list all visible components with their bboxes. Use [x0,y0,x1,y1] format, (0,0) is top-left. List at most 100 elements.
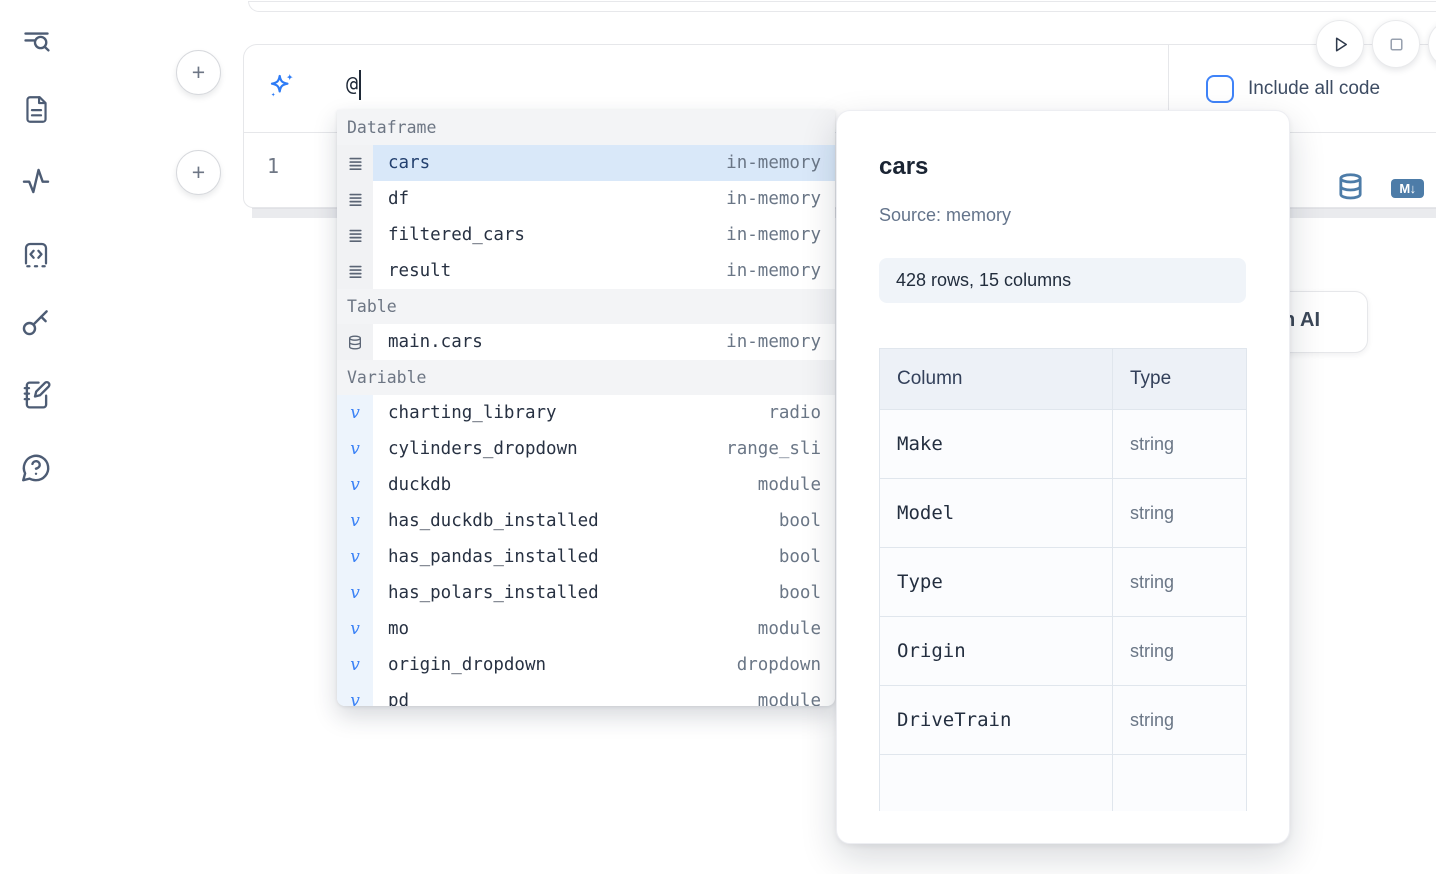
item-name: df [388,189,410,209]
include-all-code-toggle[interactable]: Include all code [1206,75,1380,103]
sidebar-item-tracebacks[interactable] [18,163,54,199]
item-name: cylinders_dropdown [388,439,578,459]
scratchpad-icon [23,380,51,409]
key-icon [22,310,48,336]
line-number: 1 [267,154,280,178]
column-name-cell: Origin [879,616,1113,686]
variable-icon: v [337,647,373,683]
markdown-icon[interactable]: M↓ [1391,179,1424,198]
variable-icon: v [337,503,373,539]
variable-icon: v [337,611,373,647]
database-icon [337,324,373,360]
sidebar-item-files[interactable] [18,91,54,127]
stop-icon [1389,37,1403,51]
autocomplete-section-header: Table [337,289,835,324]
item-type: bool [778,547,821,567]
column-name-cell [879,754,1113,811]
column-type-cell: string [1112,478,1247,548]
column-name-cell: Type [879,547,1113,617]
run-cell-button[interactable] [1316,20,1364,68]
item-type: bool [778,511,821,531]
play-icon [1335,37,1347,51]
column-type-cell: string [1112,616,1247,686]
autocomplete-item[interactable]: v charting_library radio [337,395,835,431]
autocomplete-item[interactable]: df in-memory [337,181,835,217]
item-type: bool [778,583,821,603]
item-type: in-memory [726,332,821,352]
include-all-code-label: Include all code [1248,78,1381,99]
item-type: module [757,475,821,495]
variable-icon: v [337,431,373,467]
item-type: module [757,691,821,706]
item-name: filtered_cars [388,225,525,245]
variable-icon: v [337,539,373,575]
dataframe-icon [337,181,373,217]
schema-table-row [879,754,1247,811]
autocomplete-item[interactable]: cars in-memory [337,145,835,181]
ai-prompt-input[interactable]: @ [346,72,359,96]
column-type-cell: string [1112,409,1247,479]
add-cell-button-top[interactable]: + [176,50,221,95]
autocomplete-section-header: Dataframe [337,110,835,145]
activity-icon [22,168,50,194]
list-search-icon [23,31,50,52]
dataset-preview-panel: cars Source: memory 428 rows, 15 columns… [836,110,1290,844]
autocomplete-item[interactable]: main.cars in-memory [337,324,835,360]
sidebar-item-help[interactable] [18,450,54,486]
column-header: Column [879,348,1113,410]
datasource-button[interactable] [1336,171,1365,207]
sidebar-item-snippets[interactable] [18,236,54,272]
previous-cell-edge [248,1,1436,12]
item-type: in-memory [726,261,821,281]
autocomplete-item[interactable]: filtered_cars in-memory [337,217,835,253]
plus-icon: + [191,59,206,85]
database-icon [1339,173,1362,200]
item-name: duckdb [388,475,452,495]
dataframe-icon [337,217,373,253]
code-snippet-icon [24,242,48,268]
stop-cell-button[interactable] [1372,20,1420,68]
item-name: main.cars [388,332,483,352]
item-name: result [388,261,452,281]
variable-icon: v [337,575,373,611]
shape-badge: 428 rows, 15 columns [879,258,1246,303]
include-all-code-checkbox[interactable] [1206,75,1234,103]
item-type: in-memory [726,189,821,209]
item-type: in-memory [726,225,821,245]
item-name: has_polars_installed [388,583,599,603]
sidebar-item-scratchpad[interactable] [18,377,54,413]
schema-header-row: Column Type [879,348,1247,410]
variable-icon: v [337,467,373,503]
add-cell-button-bottom[interactable]: + [176,150,221,195]
variable-icon: v [337,395,373,431]
sidebar-item-secrets[interactable] [18,304,54,340]
autocomplete-item[interactable]: v has_polars_installed bool [337,575,835,611]
item-name: cars [388,153,431,173]
sidebar-item-toc[interactable] [18,24,54,60]
column-type-cell [1112,754,1247,811]
column-name-cell: Make [879,409,1113,479]
item-name: charting_library [388,403,557,423]
dataframe-icon [337,145,373,181]
preview-title: cars [879,153,929,180]
autocomplete-item[interactable]: result in-memory [337,253,835,289]
item-type: in-memory [726,153,821,173]
item-type: radio [768,403,821,423]
